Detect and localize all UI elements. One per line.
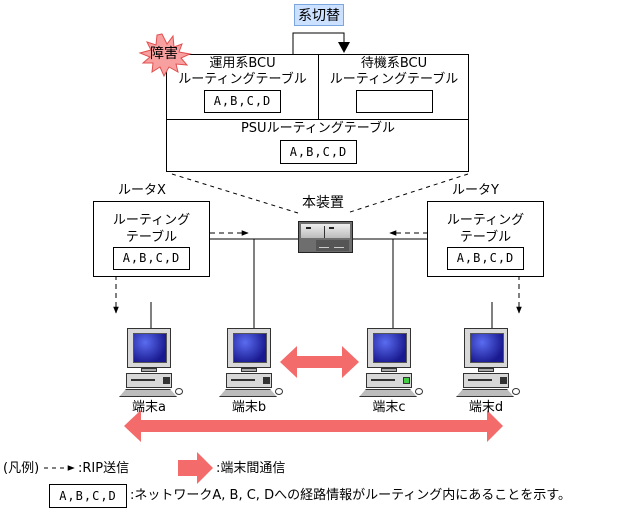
psu-routing-entries: A,B,C,D: [280, 140, 357, 164]
legend-rip-label: :RIP送信: [78, 461, 130, 476]
terminal: 端末c: [359, 328, 423, 418]
switchover-connector: [292, 32, 345, 54]
projection-line-right: [346, 173, 469, 214]
router-x-routing-entries: A,B,C,D: [113, 247, 190, 270]
system-unit-icon: [126, 373, 172, 388]
keyboard-icon: [119, 389, 177, 397]
chassis-led-left: [306, 227, 311, 229]
terminal: 端末a: [119, 328, 183, 418]
bcu-psu-divider: [166, 119, 469, 120]
monitor-stand: [241, 368, 257, 372]
drive-slot: [231, 379, 255, 381]
router-x-table-line2: テーブル: [125, 230, 178, 245]
active-bcu-routing-entries: A,B,C,D: [204, 90, 281, 113]
monitor-stand: [478, 368, 494, 372]
monitor-screen: [470, 333, 504, 363]
legend-comm-label: :端末間通信: [216, 461, 286, 476]
router-x-table-line1: ルーティング: [112, 213, 191, 228]
monitor-icon: [127, 328, 171, 368]
chassis-divider: [324, 226, 325, 238]
monitor-icon: [227, 328, 271, 368]
psu-title: PSUルーティングテーブル: [240, 121, 396, 136]
chassis-led-right: [329, 227, 334, 229]
system-unit-icon: [366, 373, 412, 388]
bcu-divider-vertical: [318, 54, 319, 119]
active-bcu-subtitle: ルーティングテーブル: [178, 72, 307, 87]
active-bcu-title: 運用系BCU: [209, 56, 276, 71]
terminal: 端末b: [219, 328, 283, 418]
mouse-icon: [512, 388, 520, 395]
legend-comm-arrow: [178, 452, 213, 484]
terminal-label: 端末a: [132, 400, 166, 415]
monitor-icon: [367, 328, 411, 368]
system-unit-icon: [226, 373, 272, 388]
monitor-stand: [381, 368, 397, 372]
router-y-table-line1: ルーティング: [446, 213, 525, 228]
power-led: [403, 377, 410, 384]
router-y-label: ルータY: [452, 183, 499, 198]
drive-slot: [371, 379, 395, 381]
legend-table-desc: :ネットワークA, B, C, Dへの経路情報がルーティング内にあることを示す。: [130, 488, 571, 503]
router-y-table-line2: テーブル: [459, 230, 512, 245]
projection-line-left: [171, 173, 299, 214]
standby-bcu-subtitle: ルーティングテーブル: [329, 72, 459, 87]
legend-table-sample: A,B,C,D: [49, 484, 127, 508]
mouse-icon: [175, 388, 183, 395]
chassis-panel-top: [301, 224, 350, 238]
terminal: 端末d: [456, 328, 520, 418]
monitor-screen: [373, 333, 407, 363]
chassis-slot-bar-b: [334, 247, 344, 248]
chassis-slot-bar-a: [319, 247, 329, 248]
monitor-icon: [464, 328, 508, 368]
monitor-stand: [141, 368, 157, 372]
power-led: [263, 377, 270, 384]
router-x-label: ルータX: [118, 183, 166, 198]
standby-bcu-title: 待機系BCU: [360, 56, 428, 71]
comm-arrow-b-c: [280, 346, 359, 378]
keyboard-icon: [456, 389, 514, 397]
mouse-icon: [275, 388, 283, 395]
power-led: [163, 377, 170, 384]
monitor-screen: [133, 333, 167, 363]
legend-prefix: (凡例): [3, 461, 40, 476]
switchover-arrowhead: [338, 42, 350, 53]
keyboard-icon: [219, 389, 277, 397]
standby-bcu-routing-entries: [356, 90, 433, 113]
system-unit-icon: [463, 373, 509, 388]
drive-slot: [131, 379, 155, 381]
drive-slot: [468, 379, 492, 381]
fault-label: 障害: [150, 46, 178, 62]
router-y-routing-entries: A,B,C,D: [447, 247, 524, 270]
terminal-label: 端末b: [231, 400, 267, 415]
switchover-label: 系切替: [294, 4, 344, 26]
chassis-slot-right: [316, 240, 349, 251]
power-led: [500, 377, 507, 384]
monitor-screen: [233, 333, 267, 363]
mouse-icon: [415, 388, 423, 395]
comm-arrow-a-d: [124, 410, 503, 442]
terminal-label: 端末c: [372, 400, 406, 415]
device-label: 本装置: [302, 195, 344, 211]
keyboard-icon: [359, 389, 417, 397]
terminal-label: 端末d: [468, 400, 504, 415]
device-chassis-icon: [298, 221, 353, 253]
